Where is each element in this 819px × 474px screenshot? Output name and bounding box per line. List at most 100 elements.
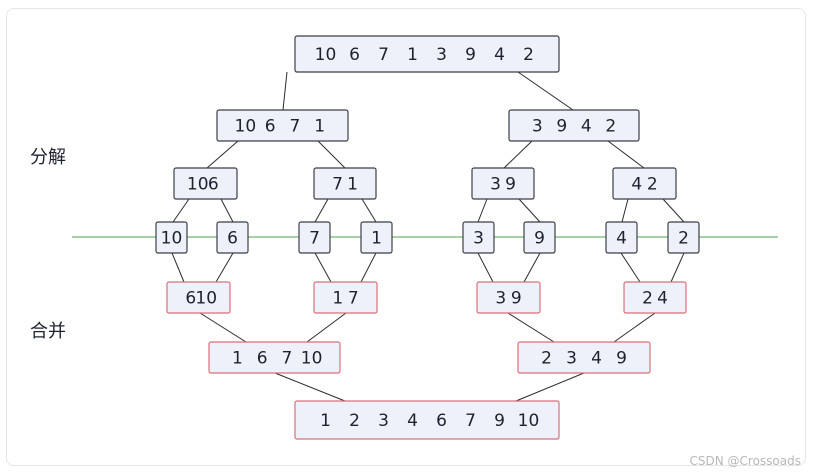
node-value: 3 (473, 229, 484, 249)
edge-q4-leaf7 (621, 198, 629, 223)
node-value: 6 (349, 45, 360, 65)
node-leaf3: 7 (298, 221, 331, 254)
node-box (208, 341, 341, 374)
node-value: 3 (436, 45, 447, 65)
node-value: 1 (347, 175, 358, 195)
node-value: 4 (657, 289, 668, 309)
merge-label: 合并 (30, 321, 66, 342)
edge-leaf8-m4 (670, 252, 685, 283)
node-box (667, 221, 700, 254)
edge-m6-final (515, 372, 585, 402)
node-value: 1 (407, 45, 418, 65)
node-box (471, 167, 535, 200)
node-value: 3 (378, 411, 389, 431)
node-value: 6 (436, 411, 447, 431)
edge-m3-m6 (507, 312, 555, 343)
node-value: 4 (631, 175, 642, 195)
node-value: 4 (407, 411, 418, 431)
edge-left_half-q2 (317, 140, 346, 169)
node-value: 3 (490, 175, 501, 195)
edge-m1-m5 (199, 312, 247, 343)
node-value: 10 (315, 45, 337, 65)
node-value: 9 (465, 45, 476, 65)
node-box (612, 167, 677, 200)
node-box (313, 281, 378, 314)
watermark: CSDN @Crossoads (689, 454, 802, 468)
edge-q2-leaf3 (314, 198, 329, 223)
node-box (166, 281, 231, 314)
edge-q2-leaf4 (361, 198, 377, 223)
node-value: 9 (616, 349, 627, 369)
node-value: 4 (581, 117, 592, 137)
edge-right_half-q4 (607, 140, 645, 169)
node-value: 2 (647, 175, 658, 195)
node-value: 2 (678, 229, 689, 249)
diagram-frame (6, 8, 806, 466)
node-leaf7: 4 (605, 221, 638, 254)
edge-q1-leaf1 (172, 198, 190, 223)
node-value: 4 (616, 229, 627, 249)
node-box (313, 167, 377, 200)
node-leaf6: 9 (523, 221, 556, 254)
node-value: 10 (518, 411, 540, 431)
node-value: 9 (534, 229, 545, 249)
node-value: 3 (566, 349, 577, 369)
node-value: 2 (605, 117, 616, 137)
node-box (294, 400, 560, 440)
node-value: 7 (332, 175, 343, 195)
node-box (173, 167, 238, 200)
node-value: 10 (301, 349, 323, 369)
edge-leaf2-m1 (215, 252, 234, 283)
edge-leaf7-m4 (620, 252, 641, 283)
edge-root-left_half (282, 71, 288, 111)
node-box (462, 221, 495, 254)
node-box (216, 109, 349, 142)
edge-m2-m5 (306, 312, 347, 343)
node-value: 3 (495, 289, 506, 309)
node-box (523, 221, 556, 254)
node-value: 6 (227, 229, 238, 249)
edge-q4-leaf8 (662, 198, 685, 223)
edge-right_half-q3 (503, 140, 533, 169)
node-box (476, 281, 541, 314)
node-box (294, 35, 560, 73)
node-value: 7 (309, 229, 320, 249)
node-box (623, 281, 687, 314)
node-leaf1: 10 (155, 221, 188, 254)
node-value: 7 (348, 289, 359, 309)
node-box (517, 341, 651, 374)
node-value: 7 (289, 117, 300, 137)
edge-leaf1-m1 (171, 252, 185, 283)
node-leaf4: 1 (360, 221, 393, 254)
node-value: 9 (511, 289, 522, 309)
node-value: 3 (532, 117, 543, 137)
node-value: 1 (332, 289, 343, 309)
edge-leaf3-m2 (314, 252, 332, 283)
node-value: 1 (232, 349, 243, 369)
node-value: 10 (161, 229, 183, 249)
edge-root-right_half (517, 71, 574, 111)
node-value: 7 (465, 411, 476, 431)
node-value: 1 (371, 229, 382, 249)
edge-q3-leaf5 (477, 198, 488, 223)
node-box (155, 221, 188, 254)
node-box (508, 109, 640, 142)
node-value: 6 (208, 175, 219, 195)
node-value: 1 (320, 411, 331, 431)
edge-leaf5-m3 (477, 252, 494, 283)
edges (171, 71, 685, 402)
node-box (605, 221, 638, 254)
node-leaf5: 3 (462, 221, 495, 254)
